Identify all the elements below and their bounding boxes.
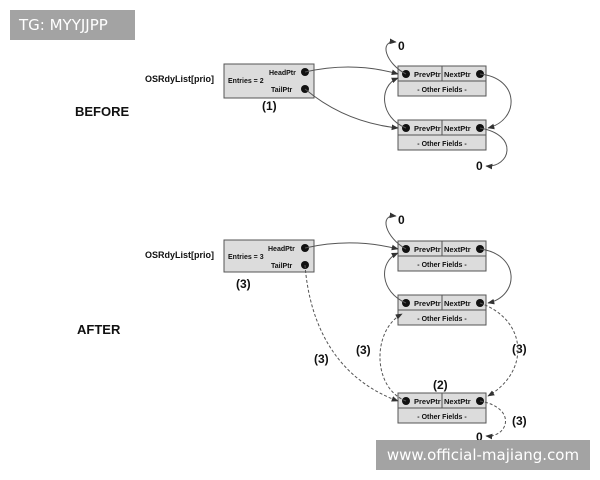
- before-tcb-1: PrevPtr NextPtr - Other Fields -: [397, 65, 487, 97]
- svg-text:- Other Fields -: - Other Fields -: [417, 414, 467, 421]
- svg-text:PrevPtr: PrevPtr: [414, 245, 441, 254]
- after-step-next-link: (3): [512, 342, 527, 356]
- svg-text:- Other Fields -: - Other Fields -: [417, 262, 467, 269]
- before-tail-link: [304, 88, 399, 131]
- after-step-new-null: (3): [512, 414, 527, 428]
- after-list-header: Entries = 3 HeadPtr TailPtr: [223, 239, 315, 273]
- after-prev-null: [385, 212, 407, 250]
- svg-text:NextPtr: NextPtr: [444, 245, 471, 254]
- svg-text:PrevPtr: PrevPtr: [414, 299, 441, 308]
- before-section: BEFORE OSRdyList[prio] Entries = 2 HeadP…: [75, 38, 512, 173]
- before-tcb-2: PrevPtr NextPtr - Other Fields -: [397, 119, 487, 151]
- after-new-next-null: [479, 400, 506, 440]
- before-list-label: OSRdyList[prio]: [145, 74, 214, 84]
- before-null-top: 0: [398, 39, 405, 53]
- before-prev-null: [385, 38, 407, 75]
- after-prev-link: [384, 252, 407, 304]
- after-next-link: [479, 248, 512, 305]
- after-tcb-new: PrevPtr NextPtr - Other Fields -: [397, 392, 487, 424]
- before-list-header: Entries = 2 HeadPtr TailPtr: [223, 63, 315, 99]
- after-step-prev-link: (3): [356, 343, 371, 357]
- svg-text:PrevPtr: PrevPtr: [414, 397, 441, 406]
- watermark-site: www.official-majiang.com: [376, 440, 590, 470]
- before-headptr-label: HeadPtr: [269, 70, 296, 77]
- before-next-link: [479, 73, 512, 130]
- before-entries: Entries = 2: [228, 78, 264, 85]
- after-head-link: [304, 242, 399, 251]
- watermark-tg: TG: MYYJJPP: [10, 10, 135, 40]
- before-label: BEFORE: [75, 104, 130, 119]
- before-null-bottom: 0: [476, 159, 483, 173]
- svg-text:NextPtr: NextPtr: [444, 397, 471, 406]
- after-section: AFTER OSRdyList[prio] Entries = 3 HeadPt…: [77, 212, 527, 444]
- svg-text:PrevPtr: PrevPtr: [414, 70, 441, 79]
- after-headptr-label: HeadPtr: [268, 246, 295, 253]
- after-tail-link: [304, 264, 399, 402]
- svg-text:- Other Fields -: - Other Fields -: [417, 141, 467, 148]
- after-step-tail-link: (3): [314, 352, 329, 366]
- svg-text:- Other Fields -: - Other Fields -: [417, 87, 467, 94]
- before-head-link: [304, 66, 399, 75]
- after-step-list: (3): [236, 277, 251, 291]
- after-null-top: 0: [398, 213, 405, 227]
- after-label: AFTER: [77, 322, 121, 337]
- before-next-null: [479, 127, 508, 170]
- after-tcb-2: PrevPtr NextPtr - Other Fields -: [397, 294, 487, 326]
- before-prev-link: [384, 77, 407, 129]
- svg-text:NextPtr: NextPtr: [444, 124, 471, 133]
- after-step-new-tcb: (2): [433, 378, 448, 392]
- svg-text:PrevPtr: PrevPtr: [414, 124, 441, 133]
- svg-text:NextPtr: NextPtr: [444, 70, 471, 79]
- after-new-prev-link: [379, 313, 407, 402]
- after-list-label: OSRdyList[prio]: [145, 250, 214, 260]
- after-next-to-new: [479, 302, 519, 397]
- before-tailptr-label: TailPtr: [271, 87, 293, 94]
- svg-text:- Other Fields -: - Other Fields -: [417, 316, 467, 323]
- before-step-1: (1): [262, 99, 277, 113]
- after-entries: Entries = 3: [228, 254, 264, 261]
- after-tcb-1: PrevPtr NextPtr - Other Fields -: [397, 240, 487, 272]
- after-null-bottom: 0: [476, 430, 483, 444]
- after-tailptr-label: TailPtr: [271, 263, 293, 270]
- svg-text:NextPtr: NextPtr: [444, 299, 471, 308]
